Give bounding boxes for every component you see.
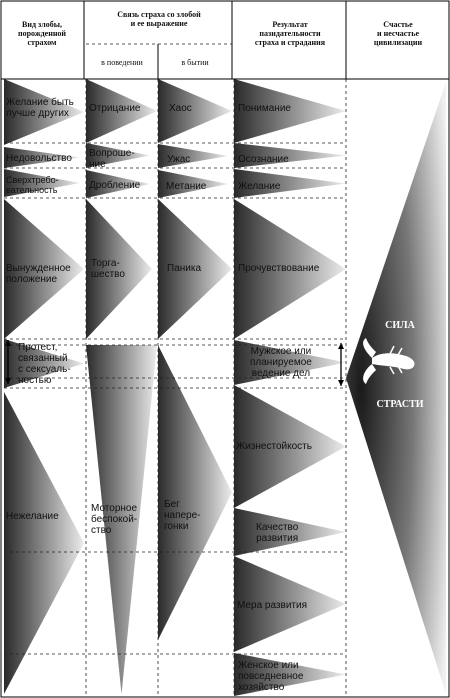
col4-item: Женское или повседневное хозяйство: [238, 660, 304, 693]
crayfish-icon: [363, 338, 415, 384]
arrow-right: [234, 385, 346, 508]
arrow-right: [86, 143, 150, 168]
col4-item: Желание: [238, 181, 281, 192]
col1-item: Желание быть лучше других: [6, 97, 74, 119]
arrow-right: [234, 508, 346, 556]
col4-item: Прочувствование: [238, 263, 320, 274]
header-col1: Вид злобы, порожденной страхом: [17, 20, 67, 47]
col1-item: Сверхтребо- вательность: [6, 175, 59, 195]
arrow-right: [4, 339, 84, 388]
passion-shape: [346, 82, 446, 694]
arrow-right: [4, 147, 80, 168]
crayfish-legs: [389, 345, 403, 375]
arrow-right: [158, 170, 228, 198]
arrow-right: [234, 169, 346, 198]
arrow-right: [86, 170, 150, 198]
col3-item: Бег напере- гонки: [164, 499, 201, 532]
arrow-right: [158, 345, 232, 640]
arrow-right: [86, 79, 157, 143]
col1-item: Недовольство: [6, 153, 72, 164]
arrow-right: [234, 556, 346, 652]
arrow-right: [4, 169, 80, 197]
col4-item: Качество развития: [256, 522, 299, 544]
passion-label: СТРАСТИ: [376, 399, 424, 410]
arrow-down: [86, 345, 157, 694]
arrow-head: [5, 340, 11, 346]
crayfish-claw-bottom: [363, 364, 376, 384]
col1-item: Вынужденное положение: [6, 263, 71, 285]
col4-item: Понимание: [238, 103, 291, 114]
arrow-head: [5, 378, 11, 384]
col2-item: Торга- шество: [91, 258, 125, 280]
header-col3: Результат пазидательности страха и страд…: [254, 20, 326, 47]
col2-item: Вопроше- ние: [89, 148, 135, 170]
arrow-right: [4, 199, 84, 339]
arrow-right: [234, 143, 346, 168]
col3-item: Метание: [166, 181, 207, 192]
col3-item: Паника: [167, 263, 202, 274]
col3-item: Ужас: [167, 154, 191, 165]
arrow-right: [158, 144, 228, 168]
arrow-right: [234, 79, 346, 143]
col2-item: Моторное беспокой- ство: [91, 503, 138, 536]
header-col2b: в бытии: [181, 58, 209, 67]
arrow-right: [234, 340, 346, 385]
arrow-right: [234, 653, 346, 696]
arrow-right: [234, 199, 346, 339]
col3-item: Хаос: [169, 103, 192, 114]
crayfish-claw-top: [363, 338, 376, 358]
force-label: СИЛА: [385, 320, 415, 331]
arrow-head: [338, 343, 344, 349]
arrow-right: [158, 199, 232, 339]
arrow-right: [158, 79, 232, 143]
col2-item: Дробление: [89, 180, 141, 191]
col4-item: Мужское или планируемое ведение дел: [250, 346, 312, 379]
col2-item: Отрицание: [89, 103, 141, 114]
arrow-right: [86, 199, 152, 339]
header-col2: Связь страха со злобой и ее выражение: [117, 10, 201, 28]
arrow-right: [4, 79, 84, 145]
arrow-head: [338, 380, 344, 386]
arrow-right: [4, 392, 84, 694]
header-col4: Счастье и несчастье цивилизации: [373, 20, 423, 47]
header-col2a: в поведении: [101, 58, 143, 67]
col1-item: Нежелание: [6, 511, 59, 522]
crayfish-body: [372, 353, 415, 370]
col1-item: Протест, связанный с сексуаль- ностью: [18, 342, 71, 386]
col4-item: Мера развития: [237, 600, 307, 611]
col4-item: Жизнестойкость: [236, 441, 312, 452]
col4-item: Осознание: [238, 154, 289, 165]
